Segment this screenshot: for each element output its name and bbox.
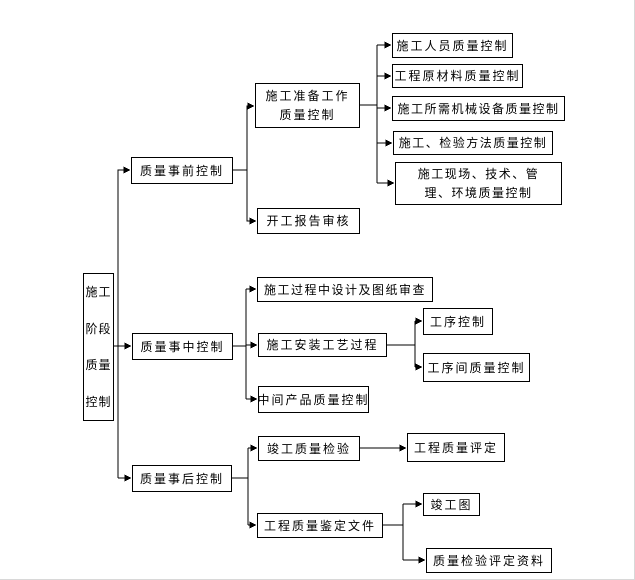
node-label: 竣工图 bbox=[430, 497, 473, 512]
node-label: 施工准备工作 bbox=[265, 88, 350, 103]
node-raw-materials-quality-control: 工程原材料质量控制 bbox=[392, 64, 523, 88]
node-quality-post-control: 质量事后控制 bbox=[132, 465, 232, 492]
node-label: 施工所需机械设备质量控制 bbox=[397, 101, 560, 116]
trunk-branch bbox=[114, 166, 132, 482]
prep-work-branch bbox=[360, 41, 395, 187]
node-inspection-methods-quality-control: 施工、检验方法质量控制 bbox=[393, 131, 553, 155]
node-label: 阶段 bbox=[85, 321, 112, 336]
node-label: 工序间质量控制 bbox=[427, 360, 526, 375]
post-control-branch bbox=[232, 444, 258, 529]
node-label: 施工安装工艺过程 bbox=[266, 338, 379, 352]
node-label: 工序控制 bbox=[429, 314, 486, 329]
node-as-built-drawing: 竣工图 bbox=[423, 493, 480, 516]
node-completion-quality-inspection: 竣工质量检验 bbox=[258, 436, 360, 461]
node-label: 竣工质量检验 bbox=[266, 441, 351, 456]
node-label: 施工过程中设计及图纸审查 bbox=[263, 282, 426, 297]
node-label: 施工人员质量控制 bbox=[396, 38, 509, 53]
node-machinery-equipment-quality-control: 施工所需机械设备质量控制 bbox=[392, 96, 565, 121]
node-inspection-assessment-records: 质量检验评定资料 bbox=[426, 548, 552, 573]
node-label: 施工现场、技术、管 bbox=[417, 166, 540, 181]
appraisal-documents-branch bbox=[383, 500, 426, 564]
node-label: 开工报告审核 bbox=[266, 214, 351, 228]
node-label: 工程质量评定 bbox=[413, 440, 498, 455]
node-label: 质量检验评定资料 bbox=[432, 553, 545, 568]
mid-control-branch bbox=[233, 285, 258, 403]
node-label: 质量控制 bbox=[279, 107, 336, 122]
node-label: 施工、检验方法质量控制 bbox=[398, 136, 548, 150]
node-inter-process-quality-control: 工序间质量控制 bbox=[423, 353, 530, 382]
node-label: 质量 bbox=[85, 358, 112, 373]
node-personnel-quality-control: 施工人员质量控制 bbox=[392, 33, 513, 58]
install-process-branch bbox=[387, 317, 423, 371]
node-process-control: 工序控制 bbox=[423, 308, 493, 335]
node-design-drawing-review: 施工过程中设计及图纸审查 bbox=[257, 277, 433, 302]
node-quality-mid-control: 质量事中控制 bbox=[132, 333, 233, 360]
pre-control-branch bbox=[233, 102, 257, 225]
node-label: 工程质量鉴定文件 bbox=[263, 518, 376, 533]
node-installation-process: 施工安装工艺过程 bbox=[258, 333, 387, 357]
node-construction-stage-quality-control: 施工 阶段 质量 控制 bbox=[83, 273, 114, 421]
node-label: 控制 bbox=[85, 394, 112, 409]
node-label: 理、环境质量控制 bbox=[424, 185, 533, 200]
node-label: 中间产品质量控制 bbox=[257, 392, 370, 407]
node-label: 工程原材料质量控制 bbox=[394, 69, 521, 83]
node-quality-pre-control: 质量事前控制 bbox=[131, 157, 233, 184]
node-start-report-review: 开工报告审核 bbox=[257, 208, 360, 234]
node-label: 质量事中控制 bbox=[140, 339, 225, 354]
node-quality-appraisal-documents: 工程质量鉴定文件 bbox=[257, 513, 383, 538]
node-intermediate-product-quality-control: 中间产品质量控制 bbox=[258, 386, 369, 413]
node-label: 质量事后控制 bbox=[139, 471, 224, 486]
node-construction-prep-quality-control: 施工准备工作 质量控制 bbox=[255, 83, 360, 128]
node-label: 质量事前控制 bbox=[139, 163, 224, 178]
node-project-quality-assessment: 工程质量评定 bbox=[407, 433, 505, 462]
node-site-tech-management-environment-quality-control: 施工现场、技术、管 理、环境质量控制 bbox=[395, 162, 562, 205]
node-label: 施工 bbox=[85, 285, 112, 300]
